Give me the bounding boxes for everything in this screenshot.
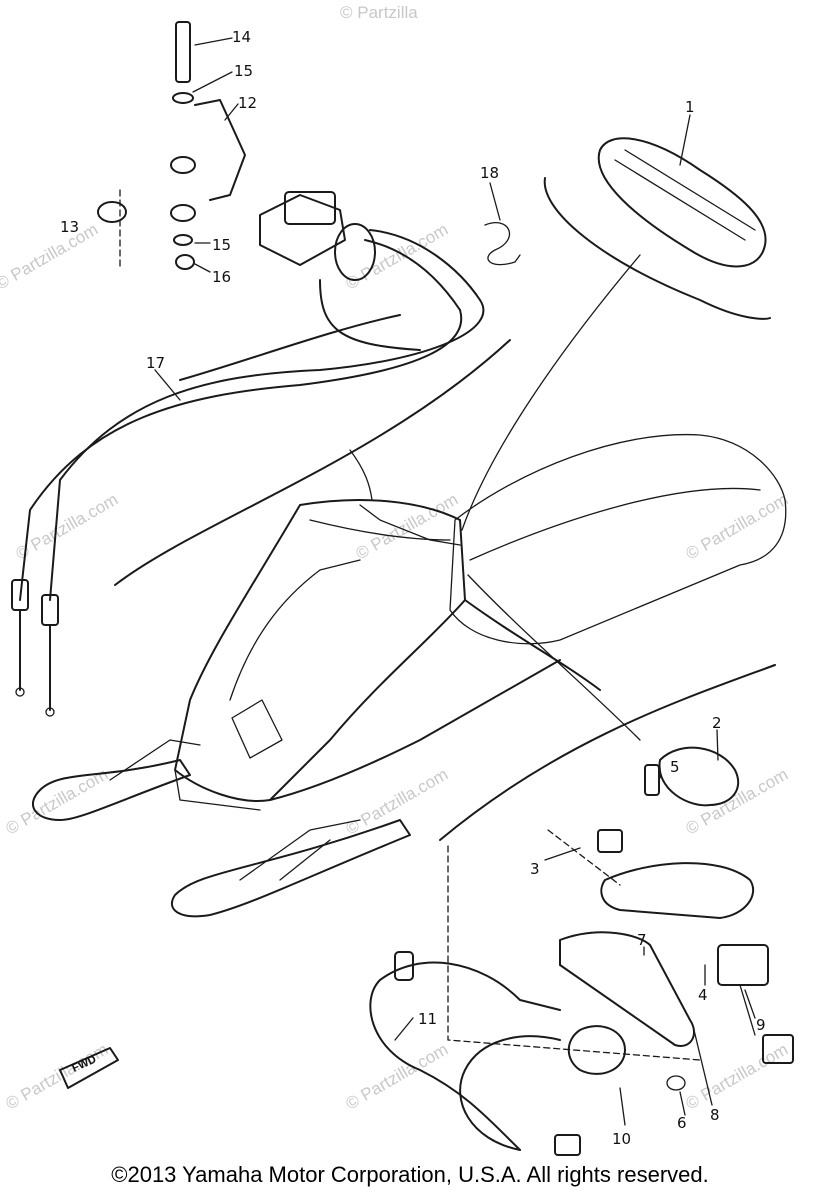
callout-11: 11 (418, 1010, 437, 1028)
callout-16: 16 (212, 268, 231, 286)
watermark-text: © Partzilla.com (3, 1040, 112, 1114)
callout-10: 10 (612, 1130, 631, 1148)
callout-15-upper: 15 (234, 62, 253, 80)
brake-assembly-lower (369, 746, 794, 1156)
callout-4: 4 (698, 986, 708, 1004)
callout-3: 3 (530, 860, 540, 878)
callout-numbers: 14 15 12 13 15 16 18 17 2 5 3 7 4 9 11 8… (60, 28, 766, 1148)
callout-13: 13 (60, 218, 79, 236)
watermark-text: © Partzilla.com (3, 765, 112, 839)
callout-5: 5 (670, 758, 680, 776)
callout-1: 1 (685, 98, 695, 116)
brake-assembly-upper (97, 21, 481, 311)
callout-leaders (154, 37, 756, 1126)
copyright-notice: ©2013 Yamaha Motor Corporation, U.S.A. A… (111, 1162, 709, 1187)
callout-8: 8 (710, 1106, 720, 1124)
watermark-text: © Partzilla.com (683, 490, 792, 564)
watermark-text: © Partzilla (340, 3, 418, 22)
watermarks: © Partzilla.com © Partzilla.com © Partzi… (0, 3, 791, 1113)
watermark-text: © Partzilla.com (343, 765, 452, 839)
grip-part (597, 114, 767, 268)
callout-14: 14 (232, 28, 251, 46)
leader-lines (349, 254, 641, 741)
callout-17: 17 (146, 354, 165, 372)
spring-clip-part (484, 222, 521, 266)
callout-2: 2 (712, 714, 722, 732)
callout-12: 12 (238, 94, 257, 112)
callout-18: 18 (480, 164, 499, 182)
watermark-text: © Partzilla.com (0, 220, 101, 294)
section-dividers (114, 177, 776, 841)
callout-15-lower: 15 (212, 236, 231, 254)
snowmobile-illustration (31, 433, 787, 918)
watermark-text: © Partzilla.com (343, 1040, 452, 1114)
callout-9: 9 (756, 1016, 766, 1034)
callout-6: 6 (677, 1114, 687, 1132)
cable-part-17 (11, 279, 485, 717)
callout-7: 7 (637, 931, 647, 949)
watermark-text: © Partzilla.com (343, 220, 452, 294)
